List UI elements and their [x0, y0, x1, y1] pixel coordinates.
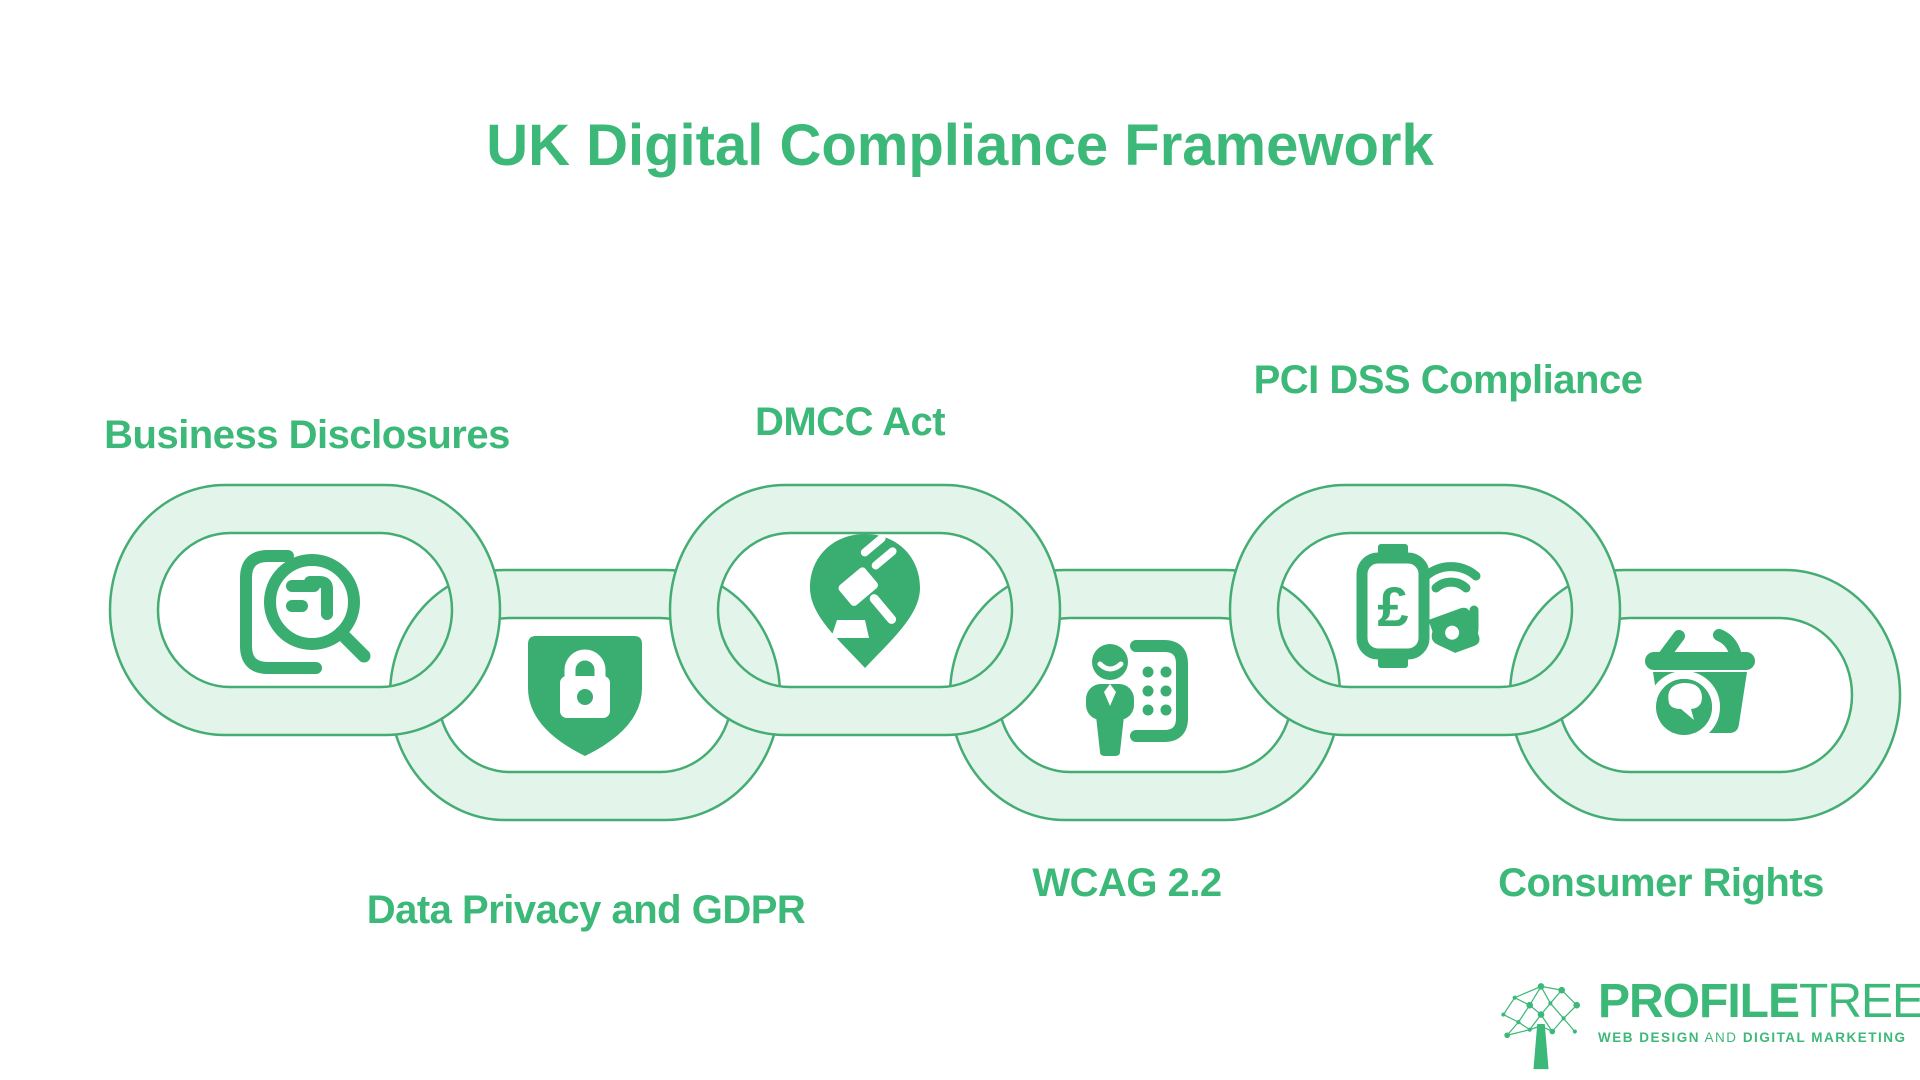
tagline-and: AND: [1704, 1030, 1738, 1045]
brand-name-bold: PROFILE: [1598, 975, 1800, 1028]
page-title: UK Digital Compliance Framework: [486, 113, 1434, 178]
accessibility-person-icon: [1086, 640, 1188, 756]
profiletree-tree-icon: [1501, 983, 1581, 1070]
label-wcag: WCAG 2.2: [1032, 861, 1222, 905]
label-business-disclosures: Business Disclosures: [104, 413, 510, 457]
label-pci-dss: PCI DSS Compliance: [1253, 358, 1643, 402]
label-data-privacy-gdpr: Data Privacy and GDPR: [366, 888, 806, 932]
contactless-payment-icon: £: [1356, 544, 1481, 668]
tagline-digital-marketing: DIGITAL MARKETING: [1742, 1030, 1907, 1045]
label-consumer-rights: Consumer Rights: [1498, 861, 1824, 905]
profiletree-tagline: WEB DESIGN AND DIGITAL MARKETING: [1598, 1030, 1920, 1045]
tagline-web-design: WEB DESIGN: [1598, 1030, 1701, 1045]
profiletree-wordmark: PROFILETREE: [1598, 976, 1920, 1028]
document-search-icon: [240, 550, 371, 674]
shield-lock-icon: [528, 636, 642, 756]
svg-text:£: £: [1377, 575, 1408, 638]
gavel-location-pin-icon: [810, 534, 920, 668]
label-dmcc-act: DMCC Act: [754, 400, 946, 444]
profiletree-logo: PROFILETREE WEB DESIGN AND DIGITAL MARKE…: [1494, 976, 1920, 1072]
profiletree-logo-text: PROFILETREE WEB DESIGN AND DIGITAL MARKE…: [1598, 976, 1920, 1046]
brand-name-light: TREE: [1799, 975, 1920, 1028]
shopping-basket-icon: [1645, 629, 1755, 743]
